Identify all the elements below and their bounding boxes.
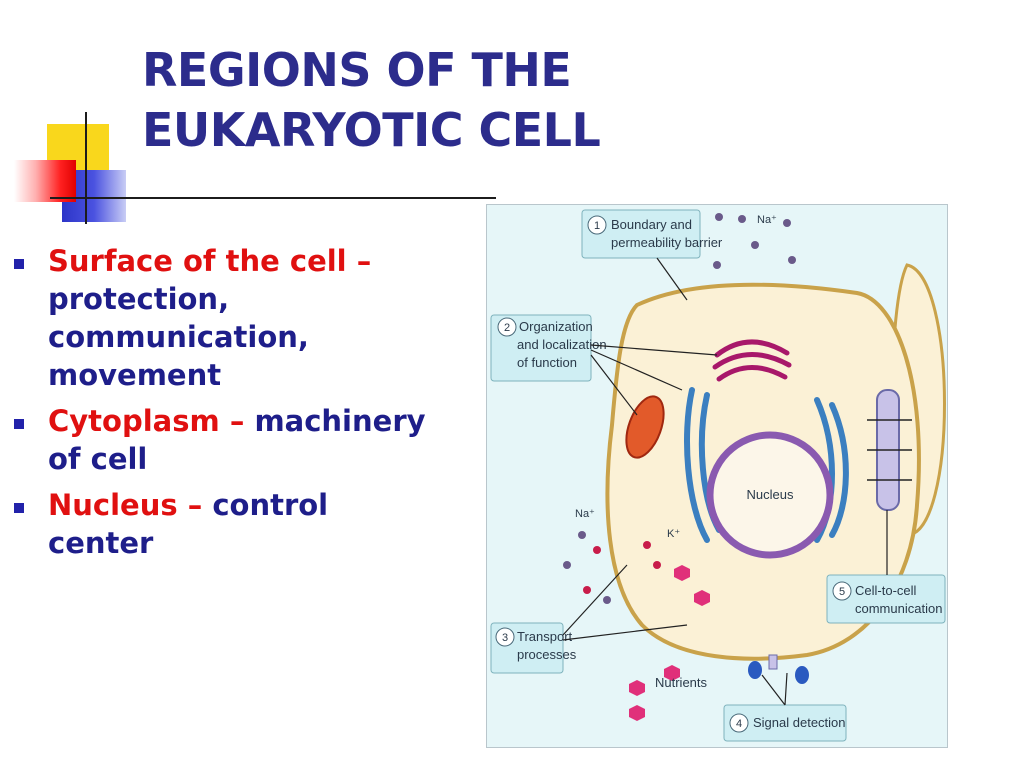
bullet-term: Surface of the cell [48,244,347,278]
callout-number: 2 [504,322,510,334]
decor-red-square [14,160,76,202]
callout-text: and localization [517,337,607,352]
cell-diagram-svg: Nucleus 1 Boundary and permeability barr… [490,209,946,742]
title-line-2: EUKARYOTIC CELL [142,103,601,157]
cell-diagram: Nucleus 1 Boundary and permeability barr… [486,204,948,748]
callout-signal: 4 Signal detection [723,672,847,742]
bullet-term: Nucleus [48,488,178,522]
callout-boundary: 1 Boundary and permeability barrier [581,209,723,301]
bullet-term: Cytoplasm [48,404,220,438]
callout-organization: 2 Organization and localization of funct… [490,314,718,416]
sodium-label-top: Na⁺ [757,214,777,226]
bullet-list: Surface of the cell – protection, commun… [12,242,432,570]
receptors [748,654,809,684]
bullet-separator: – [219,404,255,438]
bullet-square-icon [14,259,24,269]
golgi-apparatus [712,339,792,382]
callout-text: communication [855,601,942,616]
bullet-description: protection, communication, movement [48,282,309,392]
bullet-square-icon [14,419,24,429]
nucleus-label: Nucleus [747,487,794,502]
nutrients-label: Nutrients [655,675,708,690]
nutrient-molecules [629,565,710,721]
sodium-ions-top [713,213,796,269]
callout-text: Cell-to-cell [855,583,917,598]
title-line-1: REGIONS OF THE [142,43,572,97]
callout-text: of function [517,355,577,370]
bullet-surface: Surface of the cell – protection, commun… [12,242,432,394]
callout-text: Organization [519,319,593,334]
slide-title: REGIONS OF THE EUKARYOTIC CELL [142,40,842,160]
bullet-nucleus: Nucleus – control center [12,486,432,562]
callout-text: Signal detection [753,715,846,730]
callout-text: Transport [517,629,573,644]
sodium-label-left: Na⁺ [575,508,595,520]
bullet-square-icon [14,503,24,513]
callout-number: 3 [502,632,508,644]
callout-number: 4 [736,718,742,730]
bullet-separator: – [346,244,372,278]
decor-vertical-line [85,112,87,224]
callout-transport: 3 Transport processes [490,564,688,674]
ions-transport [563,531,661,604]
decor-horizontal-line [50,197,496,199]
callout-text: processes [517,647,577,662]
gap-junction [867,389,912,511]
callout-number: 5 [839,586,845,598]
callout-text: permeability barrier [611,235,723,250]
bullet-cytoplasm: Cytoplasm – machinery of cell [12,402,432,478]
callout-communication: 5 Cell-to-cell communication [826,510,946,624]
bullet-separator: – [177,488,213,522]
bullet-description: machinery of cell [48,404,426,476]
nucleus [706,431,834,559]
mitochondrion [625,395,665,459]
potassium-label: K⁺ [667,528,680,540]
callout-number: 1 [594,220,600,232]
callout-text: Boundary and [611,217,692,232]
bullet-description: control center [48,488,329,560]
